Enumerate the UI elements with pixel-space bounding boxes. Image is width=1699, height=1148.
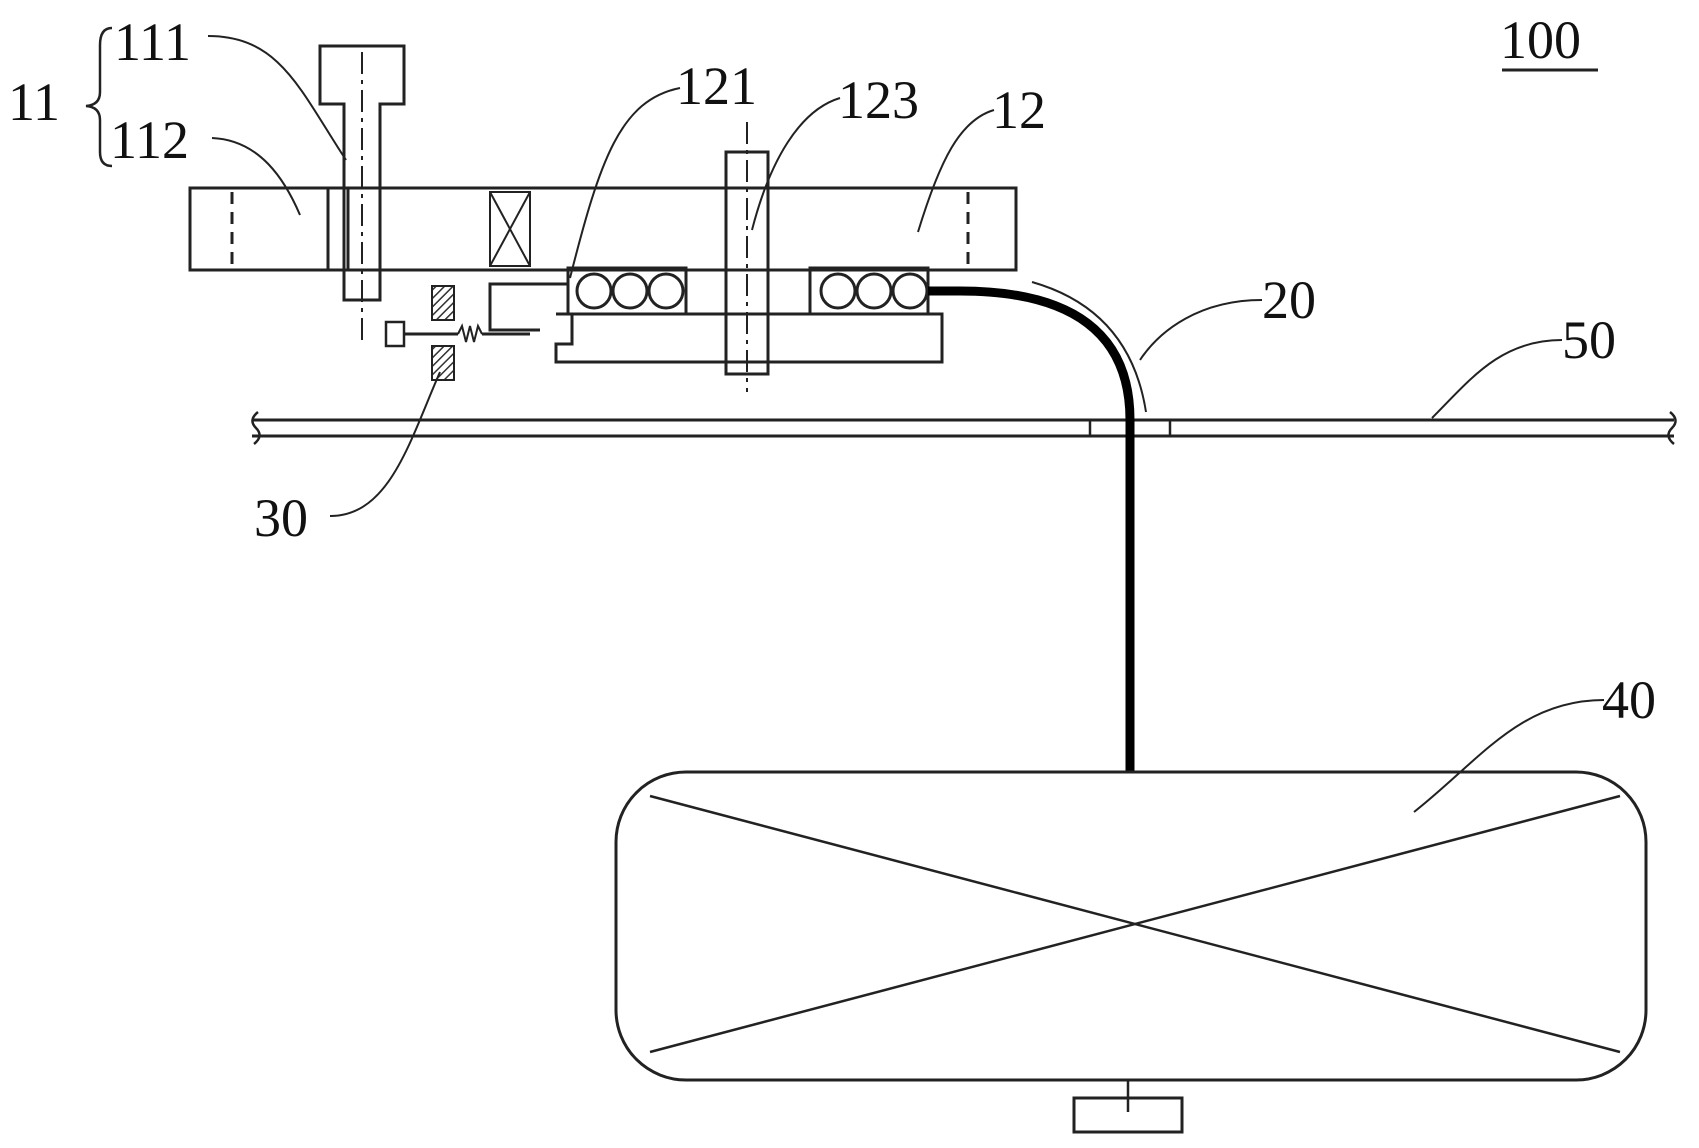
roller-l1 (577, 274, 611, 308)
lock-block-bottom (432, 346, 454, 380)
part-30-lock (386, 286, 530, 380)
leader-121 (570, 88, 680, 278)
lock-knob (386, 322, 404, 346)
break-right (1668, 412, 1675, 444)
leader-40 (1414, 700, 1604, 812)
label-111: 111 (114, 12, 191, 72)
track-arm (490, 284, 568, 330)
track-base (556, 314, 942, 362)
part-121-track (490, 268, 942, 362)
leader-112 (212, 138, 300, 215)
lock-spring (458, 326, 482, 342)
part-12-body (190, 188, 1016, 270)
label-121: 121 (676, 56, 757, 116)
roller-r1 (821, 274, 855, 308)
break-left (252, 412, 259, 444)
label-123: 123 (838, 70, 919, 130)
label-30: 30 (254, 488, 308, 548)
roller-l3 (649, 274, 683, 308)
label-11-group: 11 111 112 (8, 12, 191, 170)
hose-line (928, 291, 1130, 772)
lock-block-top (432, 286, 454, 320)
leader-123 (752, 98, 840, 230)
leader-50 (1432, 340, 1562, 418)
roller-r2 (857, 274, 891, 308)
part-50-floor (252, 412, 1676, 444)
label-12: 12 (992, 80, 1046, 140)
disc-plate (190, 188, 1016, 270)
leader-12 (918, 110, 994, 232)
part-123-shaft (726, 122, 768, 392)
leader-20 (1140, 300, 1262, 360)
brace-11 (86, 28, 112, 166)
label-112: 112 (110, 110, 189, 170)
label-11: 11 (8, 72, 60, 132)
part-40-tank (616, 772, 1646, 1132)
figure-number: 100 (1500, 10, 1598, 70)
part-20-hose (928, 282, 1146, 772)
label-40: 40 (1602, 670, 1656, 730)
label-20: 20 (1262, 270, 1316, 330)
roller-l2 (613, 274, 647, 308)
leader-30 (330, 372, 440, 516)
label-50: 50 (1562, 310, 1616, 370)
part-111-bolt (320, 46, 404, 345)
roller-r3 (893, 274, 927, 308)
figure-number-text: 100 (1500, 10, 1581, 70)
